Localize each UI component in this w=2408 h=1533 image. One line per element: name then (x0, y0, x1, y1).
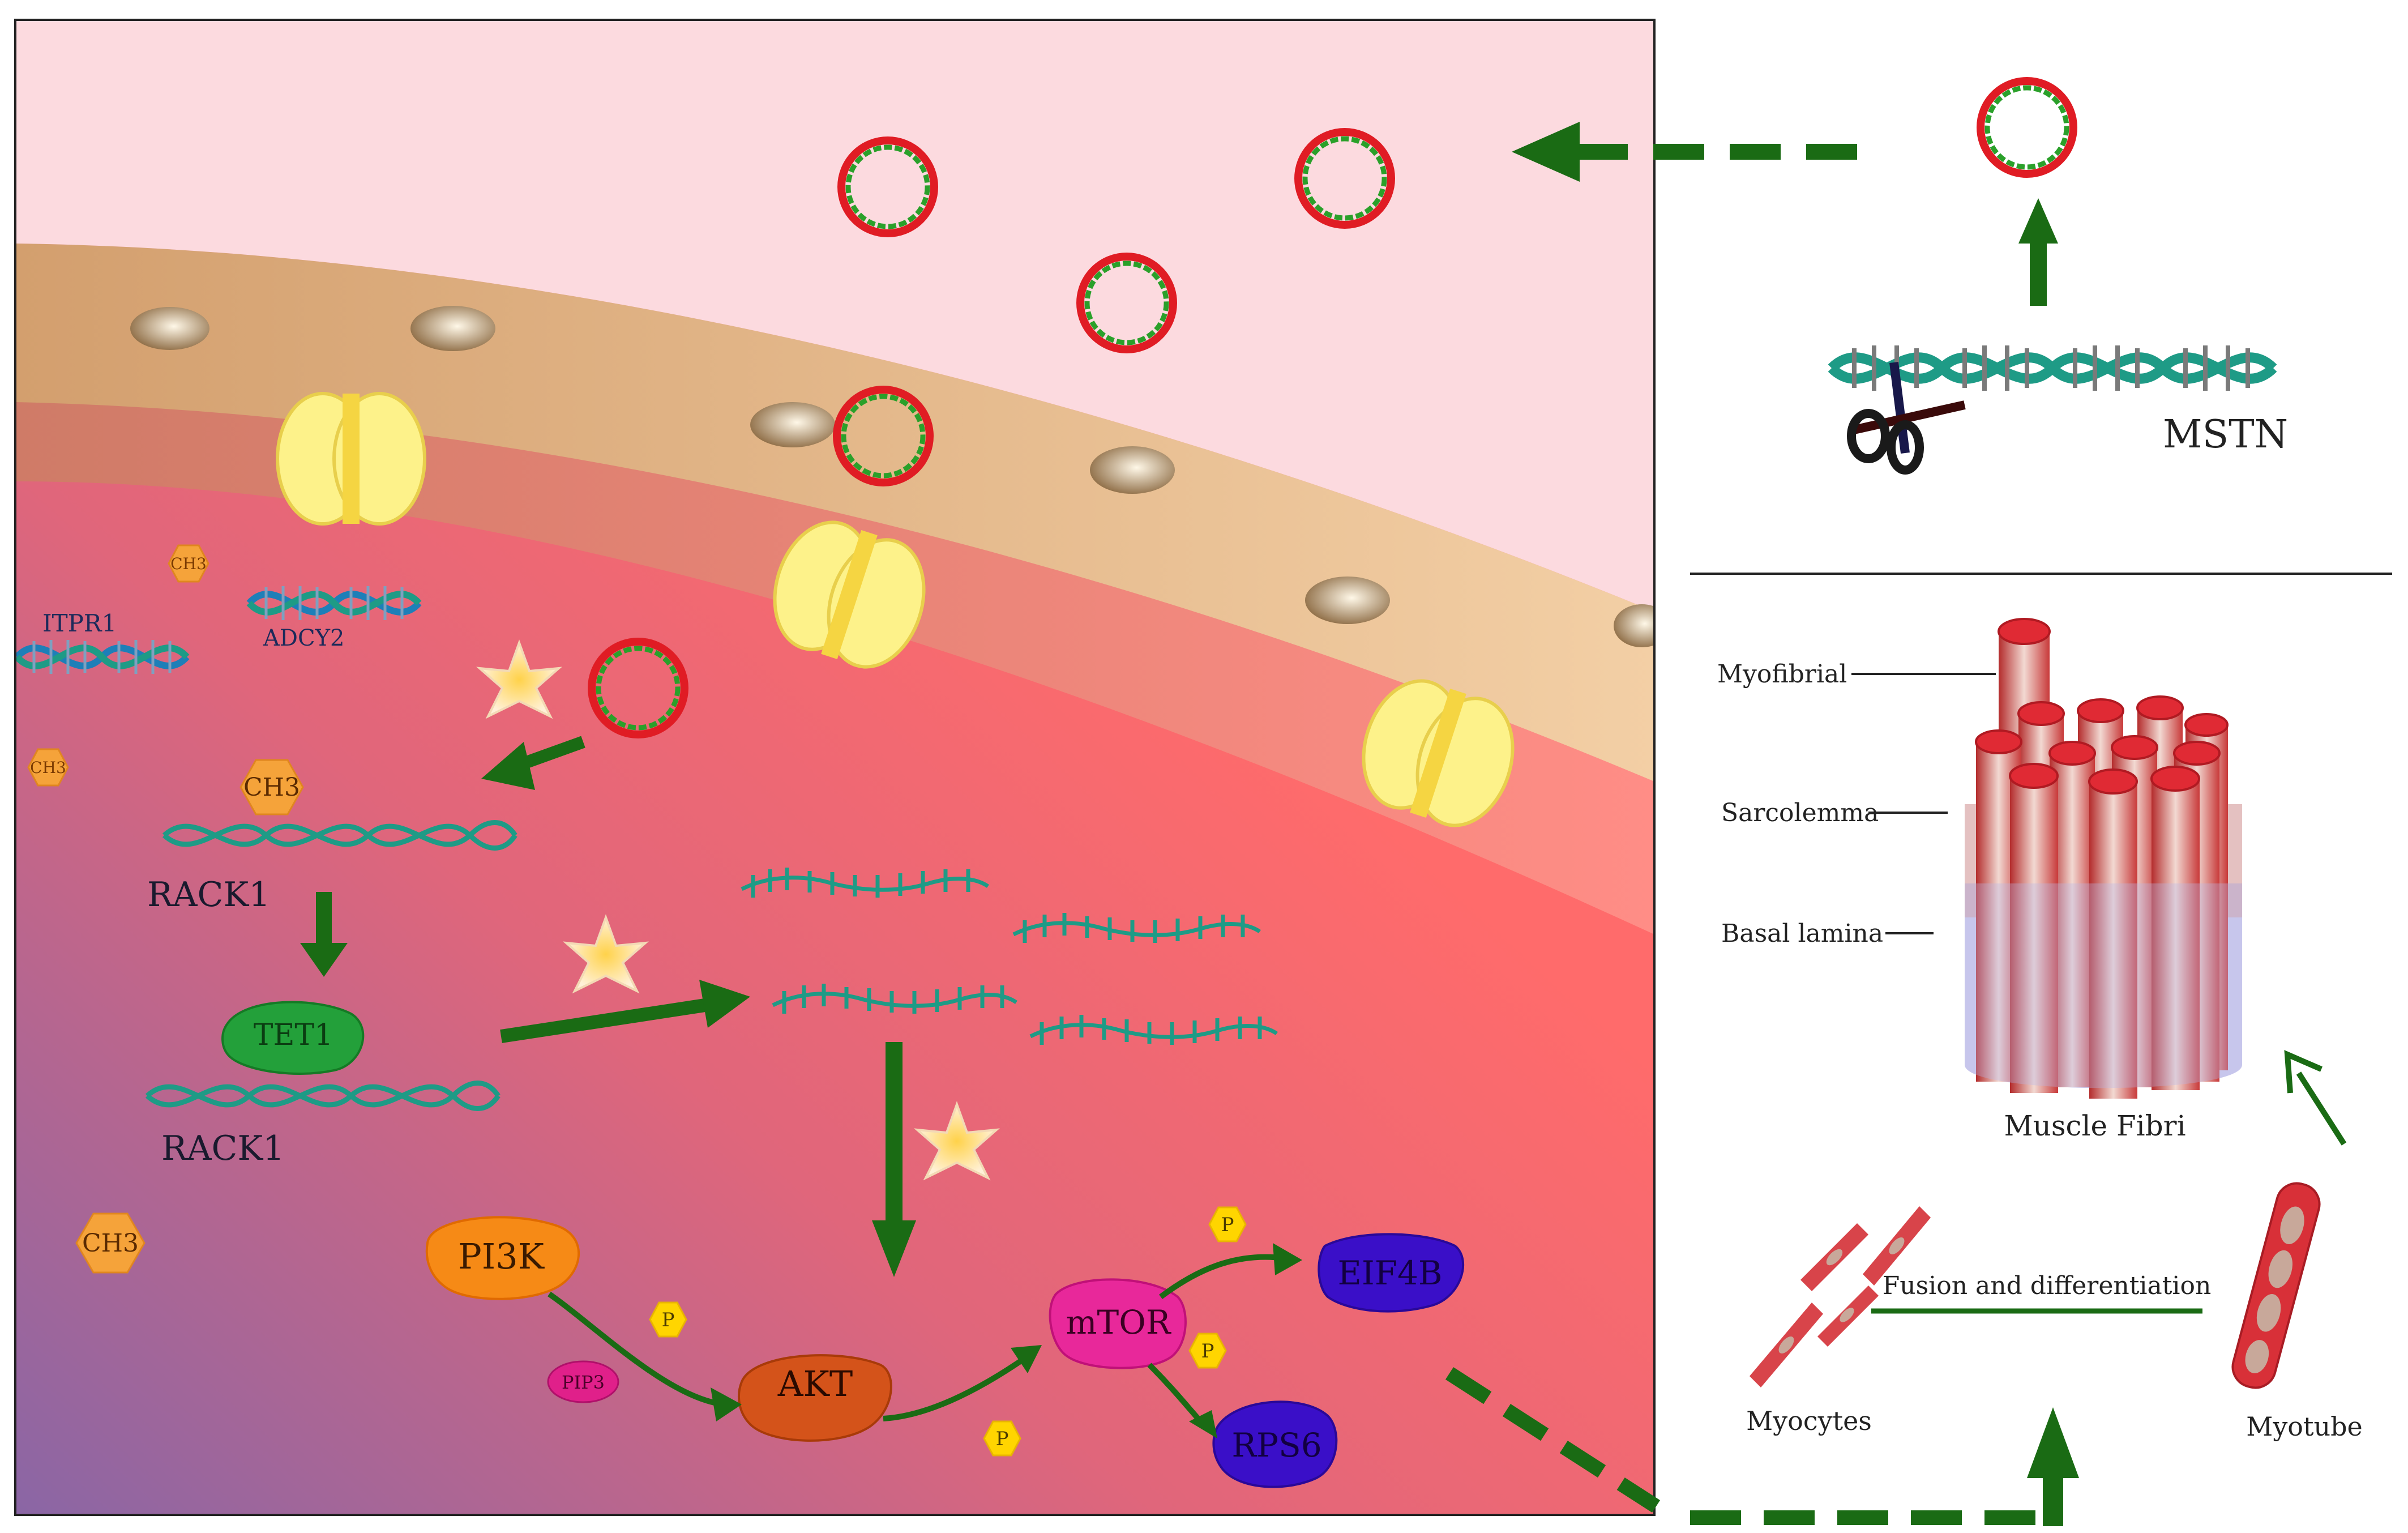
dashed-arrow-top (1512, 122, 1857, 182)
label-myotube: Myotube (2246, 1411, 2363, 1442)
protein-eif4b: EIF4B (1318, 1233, 1465, 1313)
muscle-fibre-bundle (1965, 618, 2242, 1099)
label-adcy2: ADCY2 (263, 625, 344, 651)
mrna-fragment (772, 984, 1017, 1014)
label-itpr1: ITPR1 (42, 609, 117, 637)
label-muscle-fibri: Muscle Fibri (2004, 1109, 2185, 1142)
membrane-pore (1090, 446, 1175, 494)
protein-rps6: RPS6 (1212, 1400, 1338, 1488)
mrna-fragment (1029, 1015, 1278, 1045)
ch3-group: CH3 (239, 759, 304, 815)
phosphate-group: P (649, 1301, 687, 1338)
myotube-icon (2231, 1182, 2321, 1389)
mrna-fragment (741, 868, 989, 898)
svg-text:P: P (1221, 1214, 1234, 1236)
dna-rack1-upper (162, 820, 517, 851)
membrane-pore (1614, 604, 1654, 647)
membrane-channel (276, 392, 426, 526)
label-fusion: Fusion and differentiation (1883, 1271, 2212, 1300)
svg-text:CH3: CH3 (170, 554, 207, 573)
dna-rack1-lower (145, 1081, 501, 1111)
label-rps6: RPS6 (1231, 1426, 1321, 1464)
cell-membrane (15, 244, 1654, 782)
label-eif4b: EIF4B (1337, 1254, 1442, 1292)
signal-star (476, 639, 562, 719)
protein-tet1: TET1 (221, 1001, 365, 1075)
vesicle (588, 638, 688, 738)
svg-text:CH3: CH3 (82, 1229, 139, 1258)
vesicle (1294, 128, 1395, 229)
membrane-pores (130, 306, 1654, 647)
label-mtor: mTOR (1066, 1303, 1172, 1342)
dna-adcy2 (246, 586, 422, 620)
pathway-arrows (300, 736, 916, 1277)
label-mstn: MSTN (2163, 412, 2288, 457)
label-rack1-upper: RACK1 (147, 875, 270, 915)
signal-star (563, 914, 649, 994)
protein-pip3: PIP3 (547, 1360, 619, 1403)
svg-text:CH3: CH3 (243, 773, 300, 802)
svg-text:P: P (662, 1309, 675, 1331)
label-rack1-lower: RACK1 (161, 1129, 284, 1168)
curved-arrow-heads (711, 1243, 1302, 1438)
svg-text:P: P (1201, 1340, 1214, 1363)
label-pi3k: PI3K (458, 1236, 545, 1277)
dashed-arrow-bottom (1445, 1367, 2079, 1526)
label-basal-lamina: Basal lamina (1721, 919, 1883, 948)
cell-panel-border (14, 19, 1656, 1516)
scissors-icon (1847, 362, 1966, 475)
phosphate-group: P (983, 1420, 1021, 1457)
ch3-group: CH3 (27, 748, 69, 787)
protein-akt: AKT (738, 1354, 892, 1442)
vesicle (833, 386, 934, 486)
membrane-channel (1362, 679, 1515, 827)
membrane-pore (410, 306, 495, 351)
signal-star (914, 1101, 1000, 1181)
membrane-channel (773, 520, 926, 669)
svg-text:CH3: CH3 (30, 758, 66, 777)
dna-mstn (1828, 345, 2277, 391)
svg-text:P: P (996, 1428, 1009, 1450)
protein-mtor: mTOR (1049, 1278, 1187, 1369)
membrane-pore (750, 402, 835, 447)
label-myofibrial: Myofibrial (1717, 660, 1847, 689)
membrane-pore (130, 307, 209, 350)
vesicle-mstn (1977, 77, 2077, 178)
label-sarcolemma: Sarcolemma (1721, 798, 1879, 827)
mrna-fragment (1012, 913, 1261, 943)
mstn-up-arrow (2018, 198, 2058, 306)
phosphate-group: P (1188, 1333, 1227, 1369)
extracellular-space (15, 20, 1654, 612)
vesicle (1076, 253, 1177, 353)
ch3-group: CH3 (75, 1212, 146, 1274)
label-akt: AKT (777, 1363, 853, 1404)
myocytes-icon (1750, 1206, 1931, 1387)
membrane-pore (1305, 577, 1390, 624)
ch3-group: CH3 (168, 544, 209, 583)
protein-pi3k: PI3K (425, 1216, 580, 1300)
label-pip3: PIP3 (562, 1372, 605, 1393)
label-myocytes: Myocytes (1746, 1406, 1872, 1436)
phosphate-group: P (1208, 1206, 1247, 1242)
label-tet1: TET1 (254, 1018, 333, 1052)
vesicle (837, 136, 938, 237)
myotube-to-fibre-arrow (2284, 1050, 2347, 1146)
cell-panel: ITPR1 ADCY2 RACK1 RACK1 TET1 (15, 20, 1654, 1515)
dna-itpr1 (15, 640, 190, 674)
